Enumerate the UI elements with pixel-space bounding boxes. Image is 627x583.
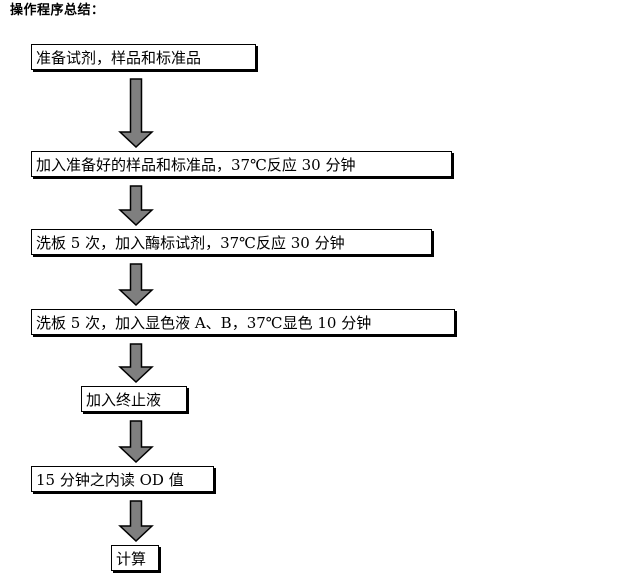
step-box-read-od: 15 分钟之内读 OD 值 bbox=[31, 466, 214, 492]
down-arrow-shape bbox=[118, 263, 154, 306]
page-title: 操作程序总结： bbox=[10, 3, 105, 18]
down-arrow-icon bbox=[118, 420, 154, 463]
down-arrow-shape bbox=[118, 185, 154, 226]
down-arrow-shape bbox=[118, 78, 154, 148]
down-arrow-icon bbox=[118, 500, 154, 542]
down-arrow-shape bbox=[118, 500, 154, 542]
down-arrow-icon bbox=[118, 263, 154, 306]
down-arrow-icon bbox=[118, 78, 154, 148]
down-arrow-icon bbox=[118, 343, 154, 383]
step-box-calculate: 计算 bbox=[111, 545, 159, 571]
step-box-wash-add-chromogen: 洗板 5 次，加入显色液 A、B，37℃显色 10 分钟 bbox=[31, 309, 455, 335]
step-box-wash-add-enzyme: 洗板 5 次，加入酶标试剂，37℃反应 30 分钟 bbox=[31, 229, 432, 255]
step-box-add-samples: 加入准备好的样品和标准品，37℃反应 30 分钟 bbox=[31, 151, 452, 177]
down-arrow-shape bbox=[118, 420, 154, 463]
down-arrow-shape bbox=[118, 343, 154, 383]
down-arrow-icon bbox=[118, 185, 154, 226]
step-box-prepare-reagents: 准备试剂，样品和标准品 bbox=[31, 44, 256, 70]
step-box-add-stop-solution: 加入终止液 bbox=[81, 386, 187, 412]
